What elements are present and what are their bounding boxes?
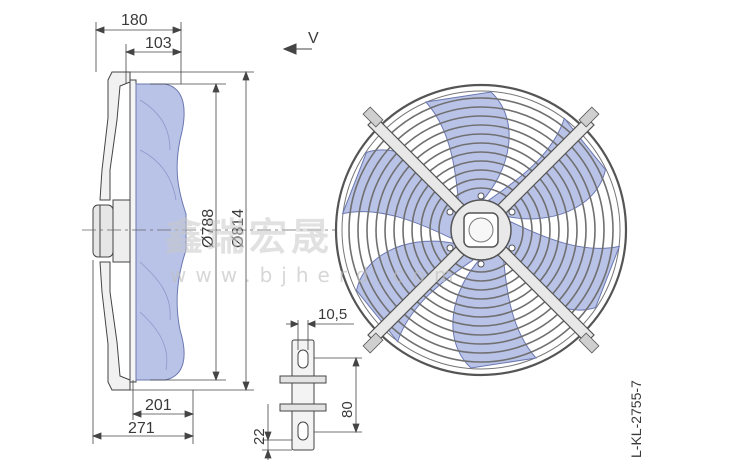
side-view bbox=[92, 71, 137, 391]
dim-hub-depth: 103 bbox=[145, 35, 172, 52]
bracket-slot-bottom bbox=[297, 421, 309, 441]
bracket-flange-top bbox=[279, 375, 327, 384]
bracket-plate bbox=[291, 339, 315, 451]
dim-total-width: 271 bbox=[128, 420, 155, 437]
side-blade-profile bbox=[135, 83, 187, 381]
guard-plate bbox=[129, 79, 137, 383]
guard-ring bbox=[429, 178, 533, 282]
guard-ring bbox=[366, 115, 596, 345]
airflow-arrow-icon bbox=[282, 43, 312, 55]
guard-ring bbox=[348, 97, 614, 363]
diameter-dimensions bbox=[130, 70, 254, 392]
bracket-slot-top bbox=[297, 349, 309, 369]
guard-ring bbox=[402, 151, 560, 309]
strut-clamps bbox=[362, 106, 600, 354]
top-dimensions bbox=[94, 22, 183, 84]
mounting-bracket bbox=[279, 339, 327, 451]
guard-strut-lower bbox=[99, 261, 131, 391]
guard-ring bbox=[384, 133, 578, 327]
guard-ring bbox=[411, 160, 551, 300]
front-view bbox=[334, 83, 628, 377]
dim-bracket-thickness: 10,5 bbox=[318, 306, 347, 323]
dim-mount-offset: 201 bbox=[145, 397, 172, 414]
bracket-flange-bottom bbox=[279, 403, 327, 412]
dim-guard-diameter: Ø814 bbox=[230, 209, 247, 248]
reference-code: L-KL-2755-7 bbox=[628, 380, 644, 458]
guard-ring bbox=[420, 169, 542, 291]
guard-ring bbox=[357, 106, 605, 354]
watermark-text: 鑫瑞宏晟 bbox=[165, 215, 333, 259]
side-blade-edges bbox=[139, 99, 177, 371]
dim-blade-diameter: Ø788 bbox=[200, 209, 217, 248]
guard-ring bbox=[393, 142, 569, 318]
guard-ring bbox=[375, 124, 587, 336]
bottom-dimensions bbox=[91, 260, 195, 444]
guard-strut-upper bbox=[99, 71, 131, 201]
guard-ring bbox=[438, 187, 524, 273]
dim-bracket-gap: 22 bbox=[251, 428, 268, 445]
guard-rings bbox=[348, 97, 614, 363]
airflow-label: V bbox=[308, 30, 319, 47]
bracket-dimensions bbox=[262, 320, 362, 460]
dim-hole-spacing: 80 bbox=[339, 401, 356, 418]
dim-overall-depth: 180 bbox=[121, 12, 148, 29]
hub-bolts bbox=[446, 192, 516, 268]
watermark-url: www.bjherd.com bbox=[170, 263, 462, 287]
motor-hub bbox=[92, 204, 114, 258]
